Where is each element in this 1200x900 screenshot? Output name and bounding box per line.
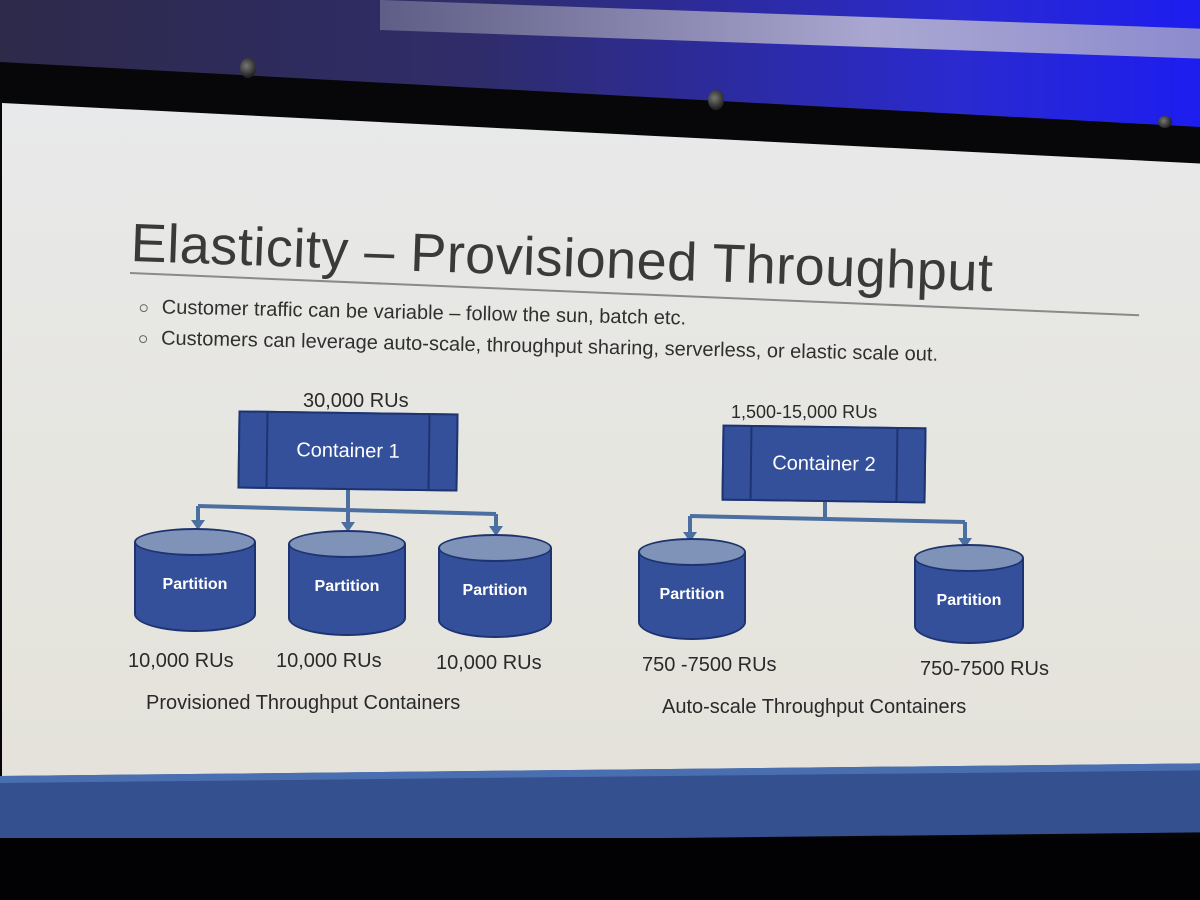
partition-rus: 10,000 RUs (128, 650, 234, 672)
partition-cylinder: Partition (288, 530, 406, 636)
container-1-label: Container 1 (296, 438, 400, 463)
partition-cylinder: Partition (638, 538, 746, 640)
stage-floor (0, 838, 1200, 900)
left-caption: Provisioned Throughput Containers (146, 692, 461, 714)
partition-cylinder: Partition (914, 544, 1024, 644)
partition-rus: 10,000 RUs (436, 652, 542, 674)
partition-rus: 750 -7500 RUs (642, 654, 777, 676)
container-2-box: Container 2 (721, 424, 927, 504)
partition-cylinder: Partition (438, 534, 552, 638)
container-2-label: Container 2 (772, 451, 876, 476)
container-1-box: Container 1 (237, 410, 459, 492)
projection-screen (2, 103, 1200, 793)
partition-rus: 10,000 RUs (276, 650, 382, 672)
partition-cylinder: Partition (134, 528, 256, 632)
right-caption: Auto-scale Throughput Containers (662, 696, 967, 718)
bolt-icon (708, 90, 724, 110)
slide-footer-band (0, 763, 1200, 845)
container-2-rus: 1,500-15,000 RUs (731, 402, 878, 422)
bolt-icon (240, 58, 256, 78)
partition-rus: 750-7500 RUs (920, 658, 1049, 680)
container-1-rus: 30,000 RUs (303, 390, 409, 412)
bolt-icon (1158, 116, 1172, 128)
